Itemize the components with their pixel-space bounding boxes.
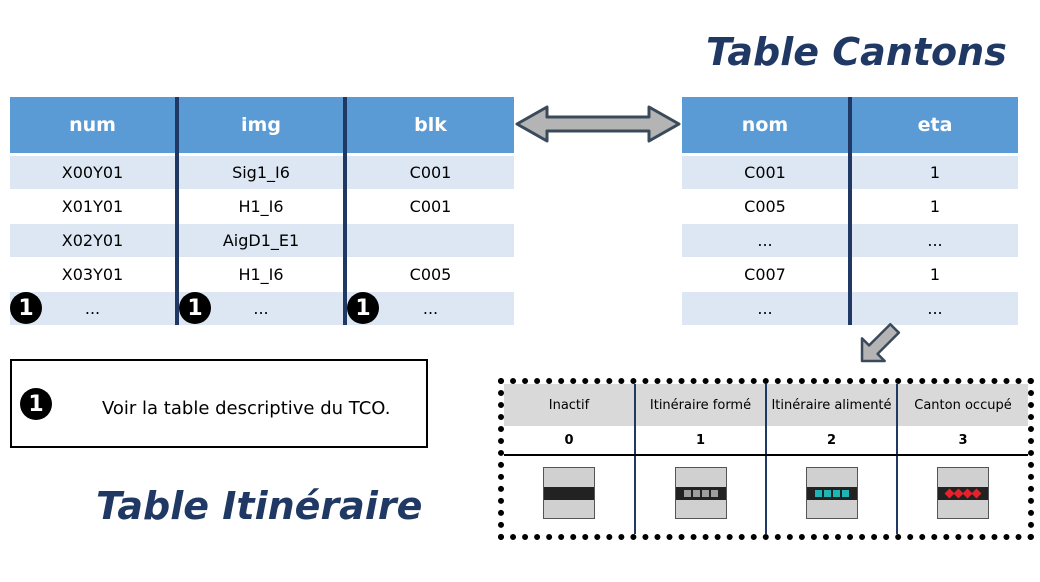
note-text: Voir la table descriptive du TCO. [102, 398, 391, 419]
cell-img: Sig1_I6 [177, 154, 347, 190]
cell-img: H1_I6 [177, 189, 347, 224]
table-row: X00Y01 Sig1_I6 C001 [10, 154, 514, 190]
track-segment [692, 490, 700, 497]
table-row: ... ... [682, 291, 1018, 325]
cell-num: 1 ... [10, 291, 179, 325]
badge-one: 1 [179, 292, 211, 324]
track-segment [971, 488, 982, 499]
block-route-formed-icon [674, 467, 727, 519]
state-label: Inactif [504, 384, 636, 426]
double-arrow-icon [515, 105, 681, 143]
header-num: num [10, 97, 179, 156]
track-segment [701, 490, 709, 497]
state-label: Itinéraire formé [635, 384, 767, 426]
block-route-powered-icon [805, 467, 858, 519]
state-label: Canton occupé [897, 384, 1028, 426]
cell-eta: ... [850, 291, 1018, 325]
ellipsis: ... [422, 299, 439, 318]
cell-blk: C005 [345, 257, 514, 292]
cell-eta: ... [850, 223, 1018, 258]
header-blk: blk [345, 97, 514, 156]
cell-img: AigD1_E1 [177, 223, 347, 258]
state-code: 0 [504, 426, 636, 456]
state-code: 2 [766, 426, 898, 456]
table-row: 1 ... 1 ... 1 ... [10, 291, 514, 325]
state-swatch [897, 455, 1028, 534]
cell-num: X03Y01 [10, 257, 179, 292]
state-label: Itinéraire alimenté [766, 384, 898, 426]
ellipsis: ... [84, 299, 101, 318]
track-segment [710, 490, 718, 497]
cell-img: H1_I6 [177, 257, 347, 292]
state-swatch [766, 455, 898, 534]
cell-img: 1 ... [177, 291, 347, 325]
table-row: C007 1 [682, 257, 1018, 292]
cell-blk [345, 223, 514, 258]
cell-eta: 1 [850, 154, 1018, 190]
table-row: X03Y01 H1_I6 C005 [10, 257, 514, 292]
table-row: ... ... [682, 223, 1018, 258]
cell-nom: C001 [682, 154, 852, 190]
cell-num: X02Y01 [10, 223, 179, 258]
block-inactive-icon [543, 467, 595, 519]
title-table-itineraire: Table Itinéraire [96, 484, 423, 528]
cell-blk: C001 [345, 154, 514, 190]
cell-num: X00Y01 [10, 154, 179, 190]
state-swatch [635, 455, 767, 534]
cell-num: X01Y01 [10, 189, 179, 224]
track-segment [814, 490, 822, 497]
header-nom: nom [682, 97, 852, 156]
title-table-cantons: Table Cantons [706, 30, 1007, 74]
cell-blk: 1 ... [345, 291, 514, 325]
track-segment [841, 490, 849, 497]
canton-state-legend: Inactif Itinéraire formé Itinéraire alim… [498, 378, 1034, 540]
table-row: C001 1 [682, 154, 1018, 190]
block-occupied-icon [937, 467, 989, 519]
track-segment [832, 490, 840, 497]
state-code: 3 [897, 426, 1028, 456]
badge-one: 1 [347, 292, 379, 324]
badge-one: 1 [20, 388, 52, 420]
table-row: X01Y01 H1_I6 C001 [10, 189, 514, 224]
diagonal-arrow-icon [860, 322, 901, 363]
state-swatch [504, 455, 636, 534]
cell-nom: ... [682, 291, 852, 325]
cell-eta: 1 [850, 257, 1018, 292]
track-segment [683, 490, 691, 497]
header-img: img [177, 97, 347, 156]
cell-nom: C007 [682, 257, 852, 292]
table-row: C005 1 [682, 189, 1018, 224]
header-eta: eta [850, 97, 1018, 156]
cell-blk: C001 [345, 189, 514, 224]
cell-nom: C005 [682, 189, 852, 224]
badge-one: 1 [10, 292, 42, 324]
note-box: 1 Voir la table descriptive du TCO. [10, 359, 428, 448]
state-code: 1 [635, 426, 767, 456]
ellipsis: ... [253, 299, 269, 318]
track-segment [823, 490, 831, 497]
cantons-table: nom eta C001 1 C005 1 ... ... C007 1 ...… [682, 97, 1018, 325]
itineraire-table: num img blk X00Y01 Sig1_I6 C001 X01Y01 H… [10, 97, 514, 325]
cell-eta: 1 [850, 189, 1018, 224]
table-row: X02Y01 AigD1_E1 [10, 223, 514, 258]
cell-nom: ... [682, 223, 852, 258]
